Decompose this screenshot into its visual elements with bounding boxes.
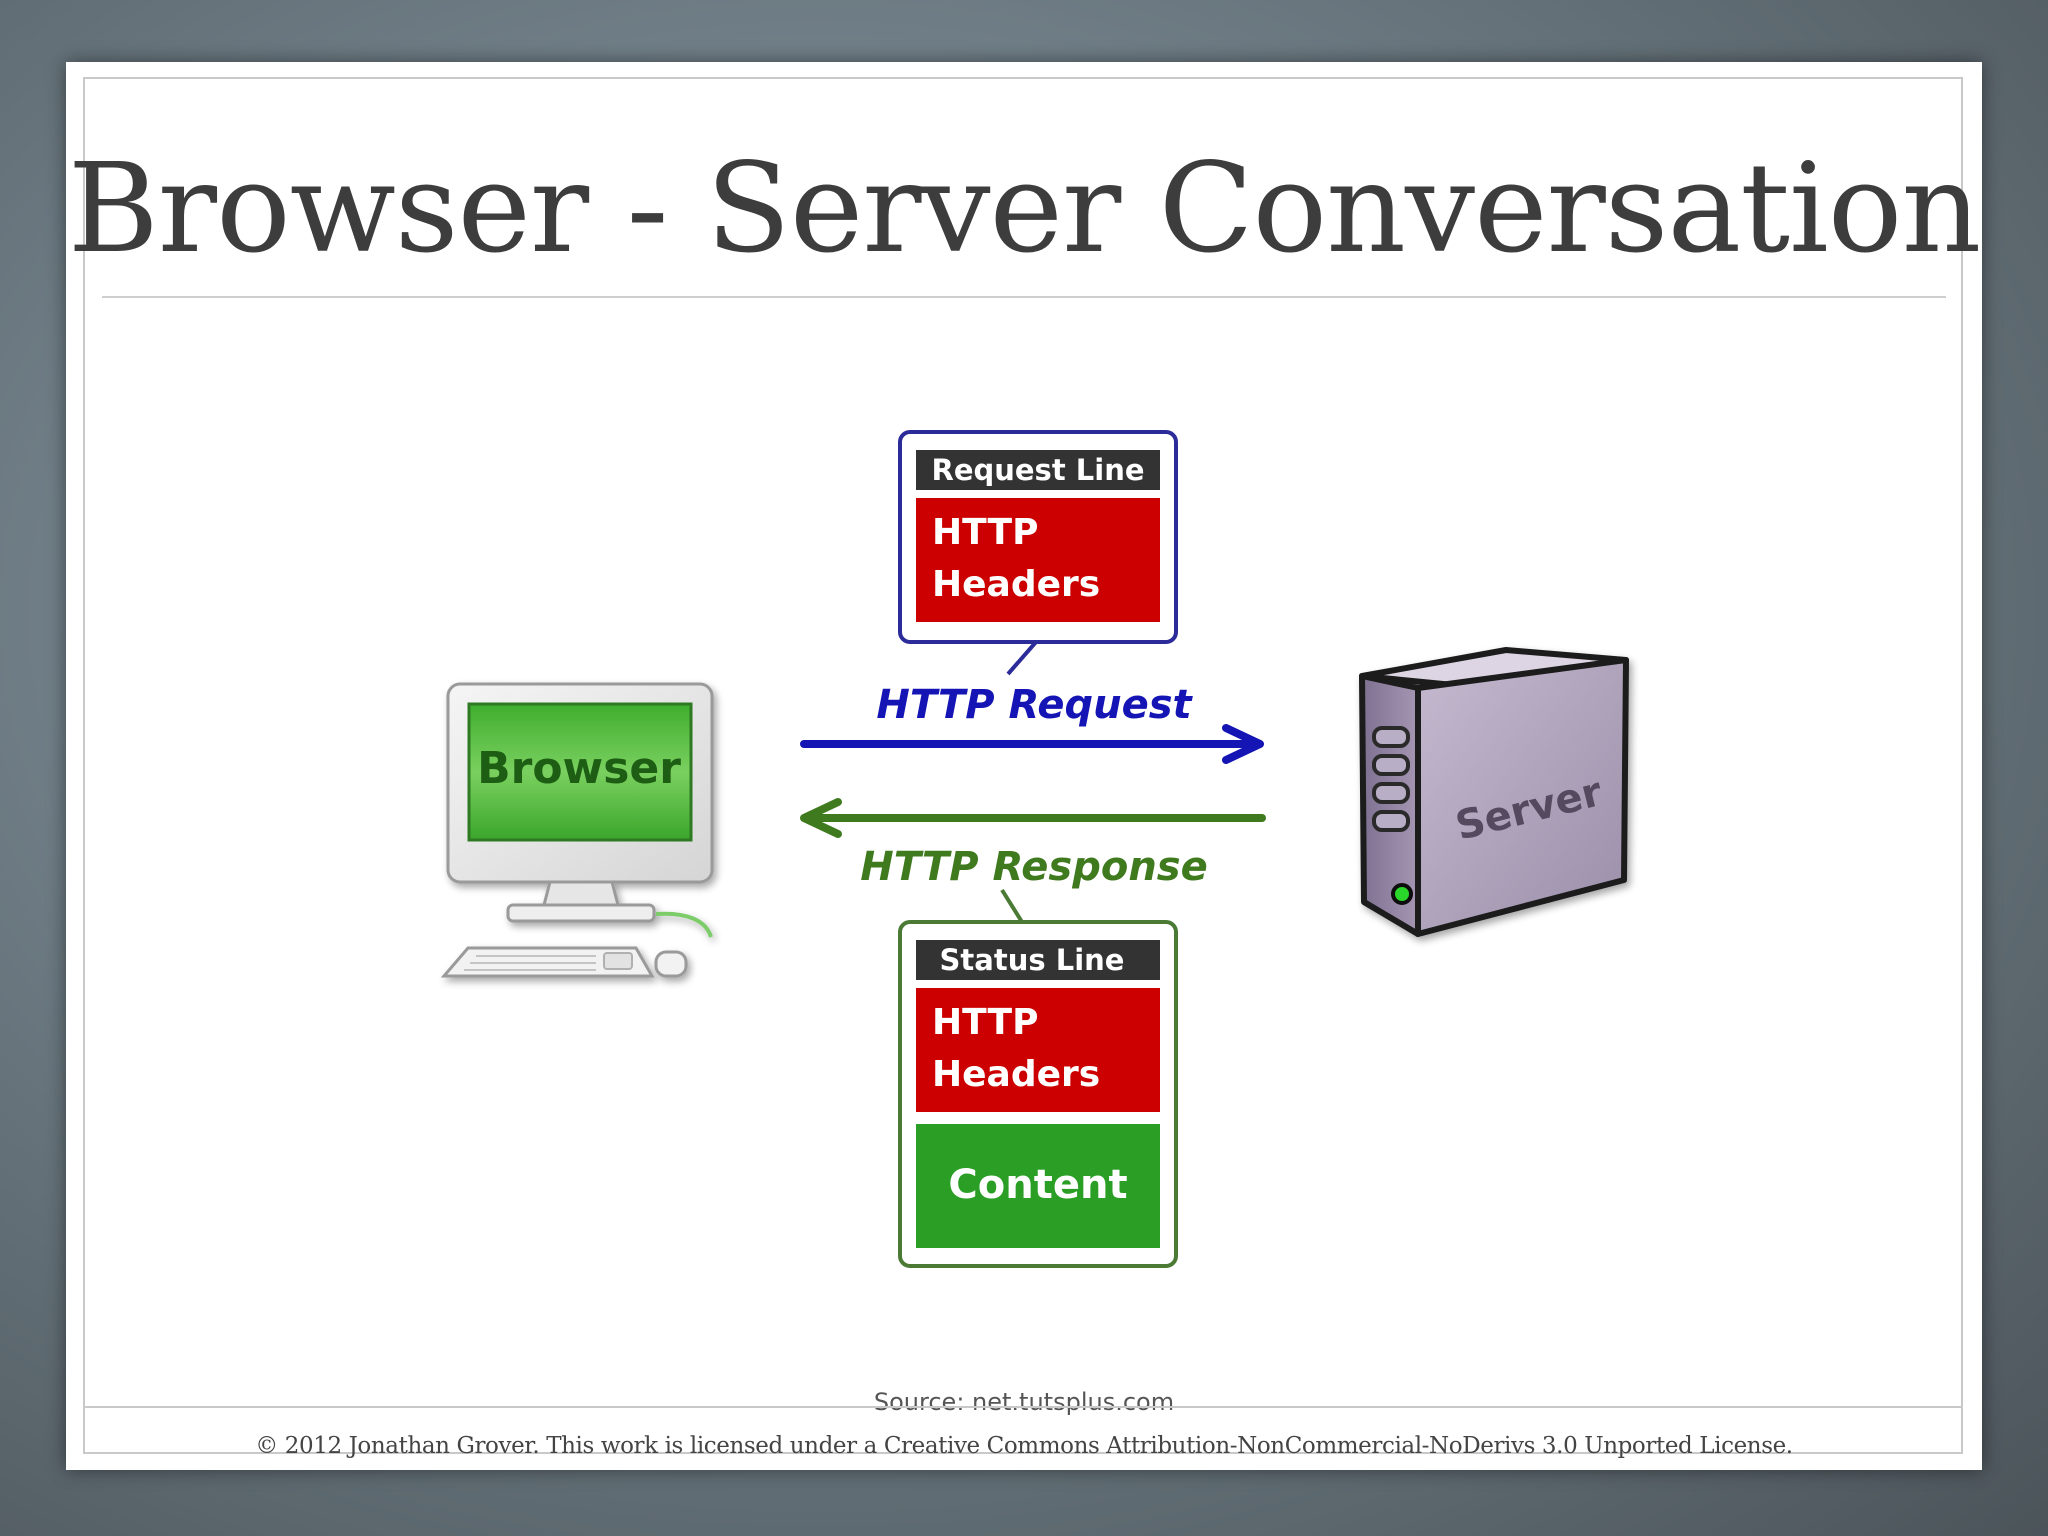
request-line-label: Request Line [931, 453, 1144, 487]
server-icon [1359, 647, 1629, 937]
source-caption: Source: net.tutsplus.com [873, 1388, 1175, 1416]
slide: Browser - Server Conversation [66, 62, 1982, 1470]
slide-frame [83, 77, 1963, 1454]
response-message-box [898, 888, 1178, 1268]
http-request-label: HTTP Request [876, 682, 1193, 728]
license-footer: © 2012 Jonathan Grover. This work is lic… [255, 1433, 1793, 1459]
request-callout-line [1006, 640, 1038, 676]
response-headers-line2: Headers [932, 1054, 1100, 1095]
conversation-diagram: Browser Server Requ [440, 430, 1629, 1268]
content-label: Content [948, 1162, 1127, 1208]
request-arrow [800, 724, 1264, 764]
status-line-label: Status Line [940, 943, 1125, 977]
title-divider [102, 296, 1946, 298]
slide-title: Browser - Server Conversation [67, 137, 1982, 281]
http-response-label: HTTP Response [860, 844, 1207, 890]
browser-label: Browser [477, 743, 681, 794]
request-headers-line2: Headers [932, 564, 1100, 605]
request-headers-line1: HTTP [932, 512, 1038, 553]
response-arrow [800, 798, 1266, 838]
response-callout-line [1000, 888, 1024, 924]
footer-divider [83, 1406, 1963, 1408]
response-headers-line1: HTTP [932, 1002, 1038, 1043]
browser-computer-icon [440, 682, 714, 978]
request-message-box [898, 430, 1178, 676]
